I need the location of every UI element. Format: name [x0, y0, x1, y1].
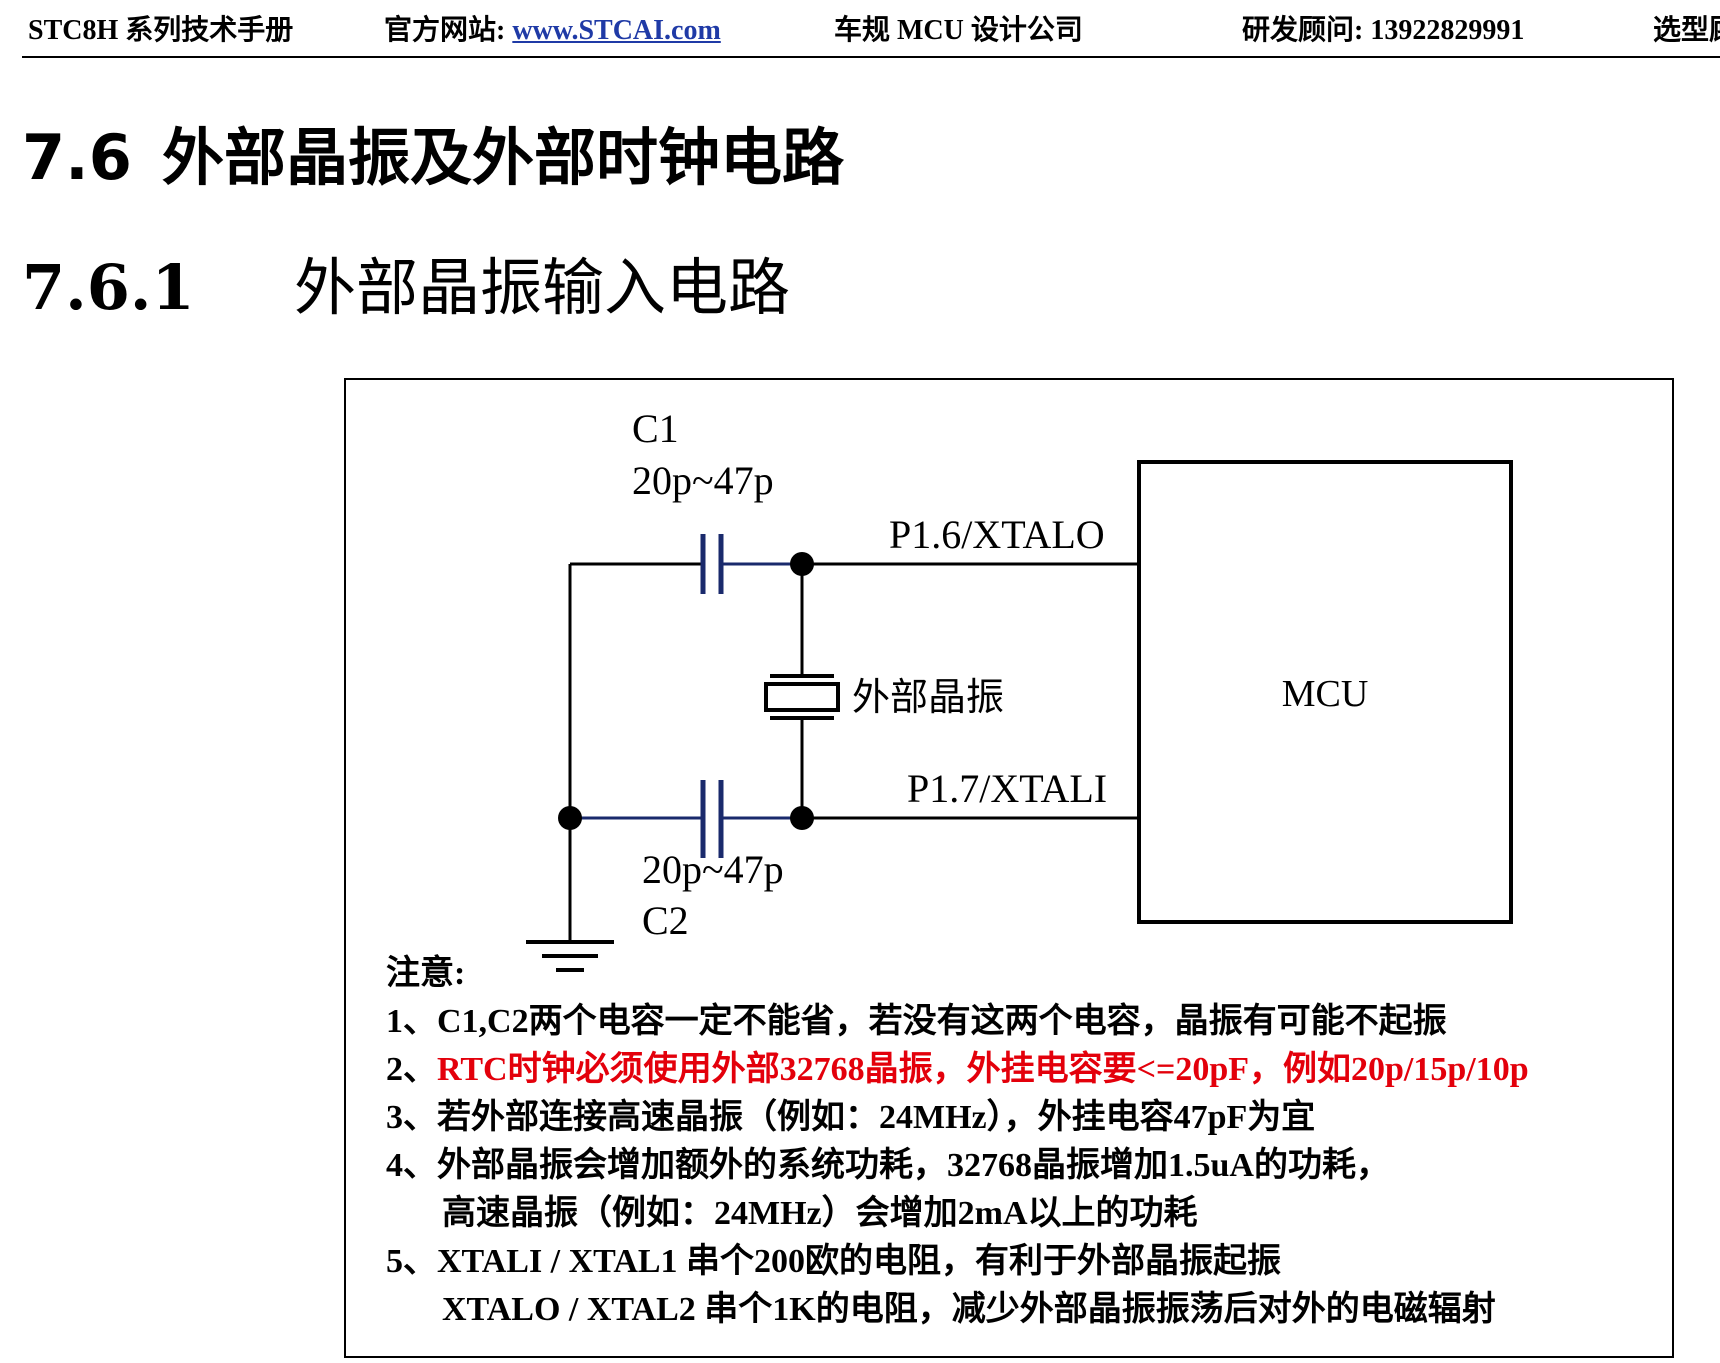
site-label: 官方网站:: [384, 15, 513, 46]
c1-value: 20p~47p: [632, 458, 774, 503]
company-tagline: 车规 MCU 设计公司: [834, 15, 1083, 46]
selection-consultant: 选型顾: [1653, 15, 1720, 46]
section-heading: 7.6 外部晶振及外部时钟电路: [22, 118, 844, 198]
note-2-prefix: 2、: [386, 1051, 437, 1088]
subsection-title: 外部晶振输入电路: [294, 251, 791, 324]
notes-block: 注意: 1、C1,C2两个电容一定不能省，若没有这两个电容，晶振有可能不起振 2…: [386, 950, 1666, 1334]
consultant-phone: 研发顾问: 13922829991: [1242, 15, 1525, 46]
note-4-line-2: 高速晶振（例如：24MHz）会增加2mA以上的功耗: [442, 1195, 1198, 1232]
crystal-circuit-figure: MCU 外部晶振 C1 20p~47: [344, 378, 1674, 1358]
note-4-line-1: 4、外部晶振会增加额外的系统功耗，32768晶振增加1.5uA的功耗，: [386, 1147, 1390, 1184]
note-5-line-1: 5、XTALI / XTAL1 串个200欧的电阻，有利于外部晶振起振: [386, 1243, 1282, 1280]
section-title: 外部晶振及外部时钟电路: [162, 121, 845, 194]
subsection-heading: 7.6.1 外部晶振输入电路: [22, 248, 790, 328]
c2-name: C2: [642, 898, 689, 943]
manual-title: STC8H 系列技术手册: [28, 15, 294, 46]
c2-value: 20p~47p: [642, 847, 784, 892]
mcu-block: [1137, 460, 1513, 924]
note-3: 3、若外部连接高速晶振（例如：24MHz），外挂电容47pF为宜: [386, 1099, 1316, 1136]
circuit-diagram: MCU 外部晶振 C1 20p~47: [526, 406, 1513, 972]
subsection-number: 7.6.1: [22, 251, 195, 324]
xtalo-junction-dot: [790, 552, 814, 576]
note-1: 1、C1,C2两个电容一定不能省，若没有这两个电容，晶振有可能不起振: [386, 1003, 1447, 1040]
page-header: STC8H 系列技术手册 官方网站: www.STCAI.com 车规 MCU …: [22, 0, 1720, 58]
ground-junction-dot: [558, 806, 582, 830]
crystal-body: [764, 682, 840, 712]
crystal-label: 外部晶振: [852, 677, 1004, 719]
note-2: 2、RTC时钟必须使用外部32768晶振，外挂电容要<=20pF，例如20p/1…: [386, 1046, 1666, 1094]
note-2-red-text: RTC时钟必须使用外部32768晶振，外挂电容要<=20pF，例如20p/15p…: [437, 1051, 1529, 1088]
site-link[interactable]: www.STCAI.com: [512, 15, 721, 46]
c1-name: C1: [632, 406, 679, 451]
official-site: 官方网站: www.STCAI.com: [384, 14, 721, 48]
pin-xtalo-label: P1.6/XTALO: [889, 512, 1105, 557]
pin-xtali-label: P1.7/XTALI: [907, 766, 1107, 811]
note-5-line-2: XTALO / XTAL2 串个1K的电阻，减少外部晶振振荡后对外的电磁辐射: [442, 1291, 1496, 1328]
mcu-label: MCU: [1282, 673, 1369, 715]
section-number: 7.6: [22, 121, 132, 194]
xtali-junction-dot: [790, 806, 814, 830]
notes-title: 注意:: [386, 955, 466, 992]
